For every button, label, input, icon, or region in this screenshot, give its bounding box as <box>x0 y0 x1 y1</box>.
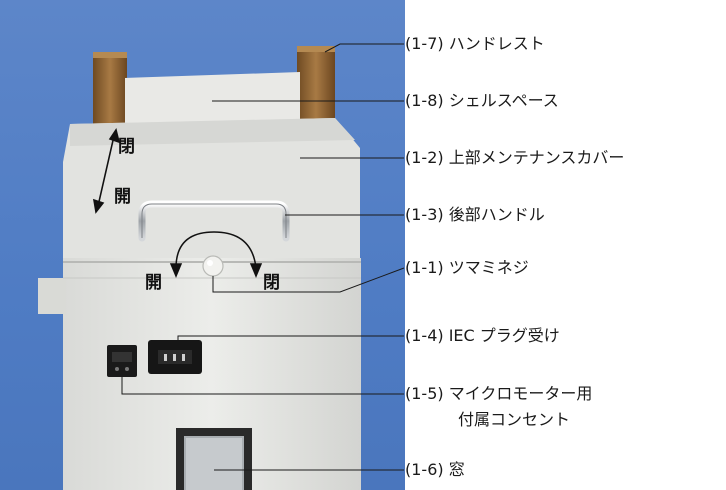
callout-shell-space: (1-8) シェルスペース <box>405 91 559 110</box>
thumb-screw <box>202 255 224 277</box>
open-label-knob: 開 <box>145 273 162 293</box>
micromotor-outlet <box>107 345 137 377</box>
iec-plug-inlet <box>148 340 202 374</box>
open-close-arrow-icon <box>92 128 121 214</box>
close-label-knob: 閉 <box>263 273 280 293</box>
close-label-top: 閉 <box>118 137 135 157</box>
open-label-top: 開 <box>114 187 131 207</box>
callout-micromotor-outlet: (1-5) マイクロモーター用 <box>405 384 593 403</box>
callout-rear-handle: (1-3) 後部ハンドル <box>405 205 545 224</box>
callout-micromotor-outlet-line2: 付属コンセント <box>458 410 571 429</box>
device-photo: 閉 開 開 閉 <box>0 0 405 490</box>
callout-hand-rest: (1-7) ハンドレスト <box>405 34 545 53</box>
callout-top-maintenance-cover: (1-2) 上部メンテナンスカバー <box>405 148 625 167</box>
callout-window: (1-6) 窓 <box>405 460 465 479</box>
callout-iec-plug-inlet: (1-4) IEC プラグ受け <box>405 326 560 345</box>
shell-space <box>125 72 300 124</box>
hand-rest-right <box>297 46 335 128</box>
window <box>176 428 252 490</box>
device-illustration <box>38 46 361 490</box>
callout-thumb-screw: (1-1) ツマミネジ <box>405 258 529 277</box>
